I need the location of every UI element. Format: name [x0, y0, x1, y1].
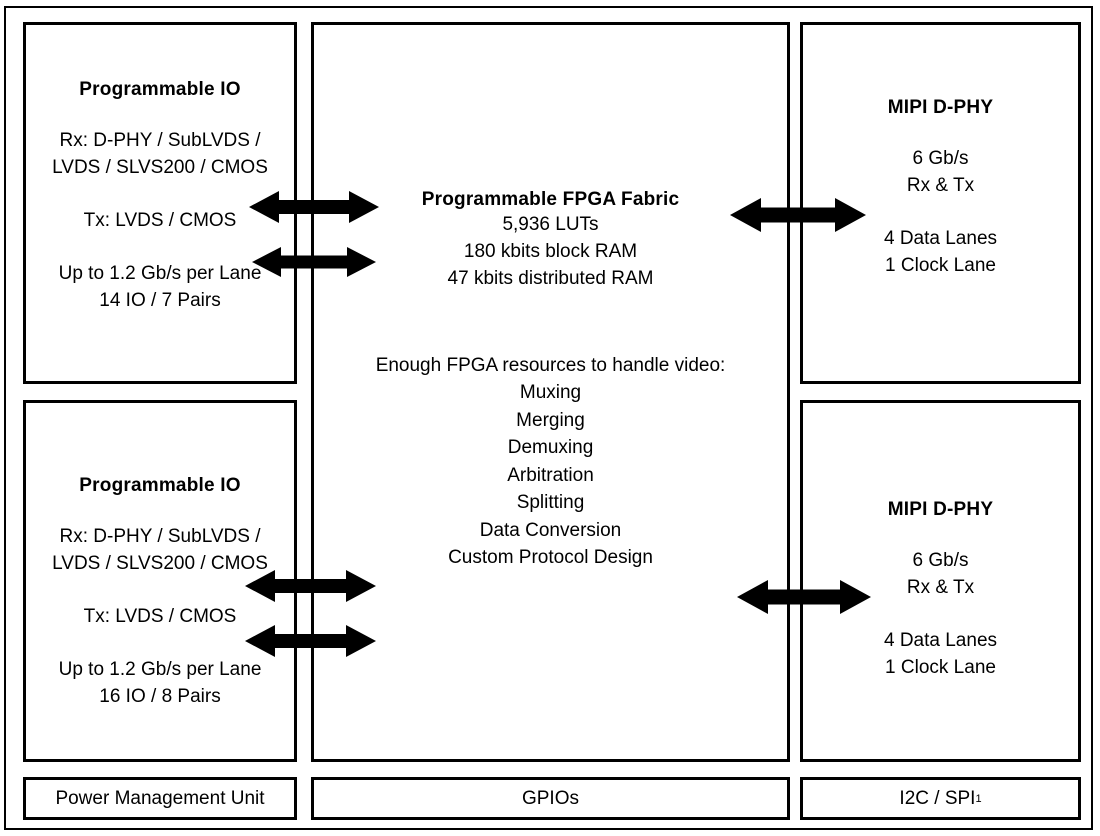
footer-box-power-management-unit: Power Management Unit — [23, 777, 297, 820]
block-title: MIPI D-PHY — [887, 499, 994, 520]
phy-speed-line: 6 Gb/s — [912, 148, 969, 169]
phy-rxtx-line: Rx & Tx — [906, 577, 975, 598]
block-programmable-io-top: Programmable IO Rx: D-PHY / SubLVDS / LV… — [23, 22, 297, 384]
block-mipi-dphy-bottom: MIPI D-PHY 6 Gb/s Rx & Tx 4 Data Lanes 1… — [800, 400, 1081, 762]
fpga-capability-custom-protocol-design: Custom Protocol Design — [448, 547, 653, 568]
phy-data-lanes-line: 4 Data Lanes — [883, 228, 998, 249]
fpga-capability-arbitration: Arbitration — [507, 464, 594, 486]
block-programmable-io-bottom: Programmable IO Rx: D-PHY / SubLVDS / LV… — [23, 400, 297, 762]
fpga-capability-demuxing: Demuxing — [507, 437, 594, 458]
fpga-capability-data-conversion: Data Conversion — [479, 519, 622, 541]
phy-clock-lane-line: 1 Clock Lane — [885, 657, 996, 678]
io-pairs-line: 14 IO / 7 Pairs — [99, 290, 221, 311]
block-title: Programmable IO — [79, 475, 241, 496]
phy-speed-line: 6 Gb/s — [912, 550, 969, 571]
fpga-capability-muxing: Muxing — [519, 382, 582, 403]
footer-label: Power Management Unit — [55, 787, 265, 809]
phy-data-lanes-line: 4 Data Lanes — [883, 630, 998, 651]
fpga-resource-distributed-ram: 47 kbits distributed RAM — [447, 268, 654, 289]
io-rx-line-1: Rx: D-PHY / SubLVDS / — [59, 130, 261, 151]
fpga-fabric-title: Programmable FPGA Fabric — [421, 189, 680, 210]
block-title: MIPI D-PHY — [887, 97, 994, 118]
io-rx-line-2: LVDS / SLVS200 / CMOS — [52, 157, 268, 178]
fpga-capability-splitting: Splitting — [516, 492, 585, 513]
io-rx-line-1: Rx: D-PHY / SubLVDS / — [59, 526, 261, 547]
io-tx-line: Tx: LVDS / CMOS — [83, 606, 237, 627]
fpga-capabilities-heading: Enough FPGA resources to handle video: — [375, 355, 726, 376]
io-rx-line-2: LVDS / SLVS200 / CMOS — [52, 553, 268, 574]
io-speed-line: Up to 1.2 Gb/s per Lane — [58, 263, 262, 284]
fpga-resource-luts: 5,936 LUTs — [502, 214, 599, 235]
chip-outer-frame — [4, 6, 1093, 830]
io-tx-line: Tx: LVDS / CMOS — [83, 210, 237, 231]
block-title: Programmable IO — [79, 79, 241, 100]
io-speed-line: Up to 1.2 Gb/s per Lane — [58, 659, 262, 680]
phy-clock-lane-line: 1 Clock Lane — [885, 255, 996, 276]
footer-label: GPIOs — [521, 787, 579, 809]
footer-box-gpios: GPIOs — [311, 777, 790, 820]
io-pairs-line: 16 IO / 8 Pairs — [99, 686, 221, 707]
phy-rxtx-line: Rx & Tx — [906, 175, 975, 196]
fpga-capability-merging: Merging — [516, 409, 585, 431]
block-mipi-dphy-top: MIPI D-PHY 6 Gb/s Rx & Tx 4 Data Lanes 1… — [800, 22, 1081, 384]
fpga-resource-block-ram: 180 kbits block RAM — [463, 241, 638, 262]
footer-label: I2C / SPI — [899, 787, 976, 809]
block-programmable-fpga-fabric: Programmable FPGA Fabric 5,936 LUTs 180 … — [311, 22, 790, 762]
